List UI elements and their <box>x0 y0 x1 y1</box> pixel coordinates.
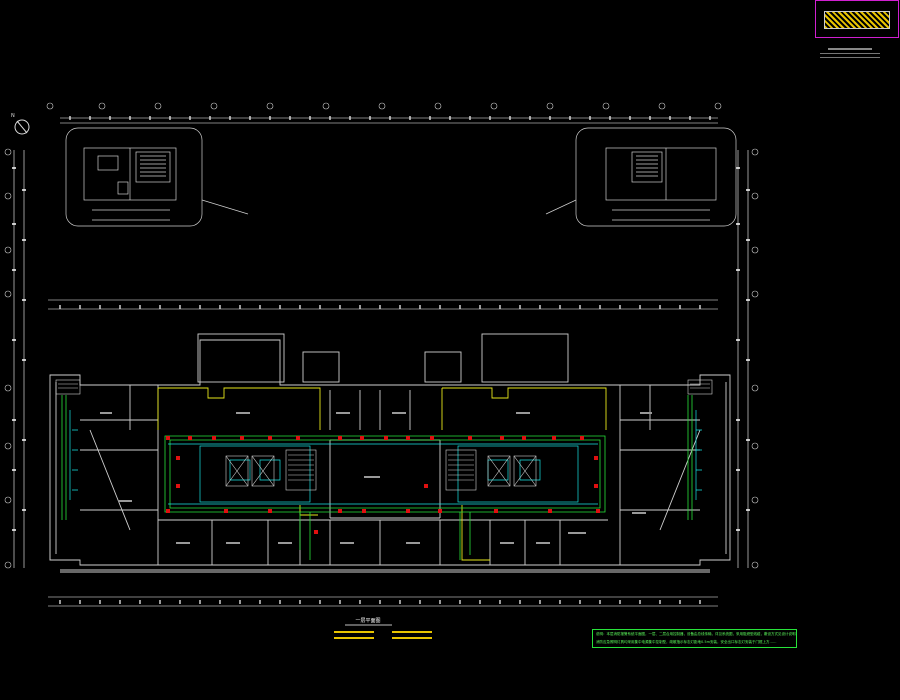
north-symbol-text: N <box>11 113 15 119</box>
yellow-partitions <box>157 387 607 561</box>
top-axis-bubbles <box>46 102 722 110</box>
design-note-line-1: 说明：本层消防报警系统平面图，一层、二层合用控制器，设备由总线传输，详见系统图，… <box>596 632 796 636</box>
side-stair-left <box>55 379 81 395</box>
side-axis-bubbles <box>4 148 759 569</box>
north-arrow-icon <box>14 119 30 135</box>
side-dimension-ticks <box>12 167 750 531</box>
design-notes-box: 说明：本层消防报警系统平面图，一层、二层合用控制器，设备由总线传输，详见系统图，… <box>592 629 797 648</box>
room-label-marks <box>100 412 652 544</box>
hatch-swatch <box>824 11 890 29</box>
design-note-line-2: 消防应急照明灯具均采用集中电源集中控制型，疏散指示标志灯距地0.5m安装，安全出… <box>596 640 777 644</box>
dimension-ticks <box>59 116 711 604</box>
side-dimension-lines <box>13 150 749 568</box>
main-building-walls <box>49 333 731 573</box>
title-block-key <box>815 0 899 38</box>
detail-plan-left <box>65 127 249 227</box>
side-stair-right <box>687 379 713 395</box>
elevator-core-right <box>445 449 537 491</box>
cyan-cable-runs <box>69 410 702 505</box>
fire-alarm-wiring <box>61 395 693 560</box>
plan-title-notes <box>334 631 432 639</box>
elevator-core-left <box>225 449 317 491</box>
detail-plan-right <box>545 127 737 227</box>
smoke-detector-icon-group <box>166 436 600 534</box>
plan-title: 一层平面图 <box>355 618 380 624</box>
title-block-notes <box>820 46 880 60</box>
